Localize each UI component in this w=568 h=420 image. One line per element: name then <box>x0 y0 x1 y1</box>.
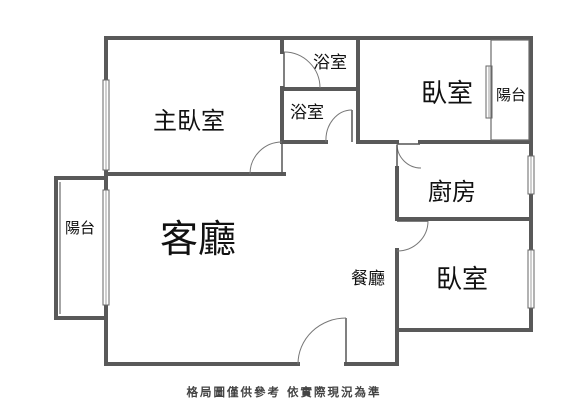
windows <box>102 65 535 309</box>
door-bedroom-bottom-arc <box>396 220 429 252</box>
door-entrance-arc <box>297 317 347 365</box>
label-master-bedroom: 主臥室 <box>153 107 225 135</box>
door-inner-bath-arc <box>325 109 353 143</box>
disclaimer-text: 格局圖僅供參考 依實際現況為準 <box>186 385 382 399</box>
room-labels: 主臥室 浴室 浴室 臥室 陽台 廚房 客廳 陽台 餐廳 臥室 <box>65 53 526 295</box>
label-balcony-top: 陽台 <box>496 86 526 104</box>
label-kitchen: 廚房 <box>428 178 476 206</box>
label-bedroom-bottom: 臥室 <box>436 265 488 295</box>
door-bedroom-top-arc <box>396 143 422 169</box>
doors <box>249 51 429 365</box>
balcony-top-railing <box>490 39 530 141</box>
label-living-room: 客廳 <box>160 217 236 261</box>
door-master-arc <box>249 141 283 175</box>
balcony-railings <box>59 39 530 314</box>
label-bath-top: 浴室 <box>313 53 347 73</box>
label-bath-inner: 浴室 <box>290 103 324 123</box>
label-bedroom-top: 臥室 <box>421 79 473 109</box>
label-dining-room: 餐廳 <box>351 269 385 289</box>
door-master-bath-arc <box>283 51 321 89</box>
label-balcony-left: 陽台 <box>65 219 95 237</box>
